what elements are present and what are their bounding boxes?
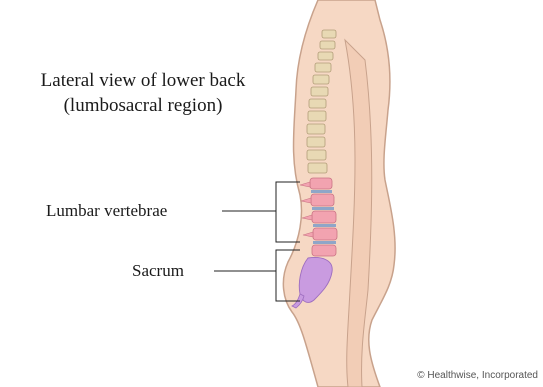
lumbar-bracket — [222, 182, 300, 242]
copyright-credit: © Healthwise, Incorporated — [417, 370, 538, 381]
diagram-title: Lateral view of lower back (lumbosacral … — [0, 68, 286, 118]
title-line-1: Lateral view of lower back — [0, 68, 286, 93]
sacrum-label: Sacrum — [132, 261, 184, 281]
lumbar-vertebrae-label: Lumbar vertebrae — [46, 201, 167, 221]
title-line-2: (lumbosacral region) — [0, 93, 286, 118]
body-silhouette — [283, 0, 395, 387]
